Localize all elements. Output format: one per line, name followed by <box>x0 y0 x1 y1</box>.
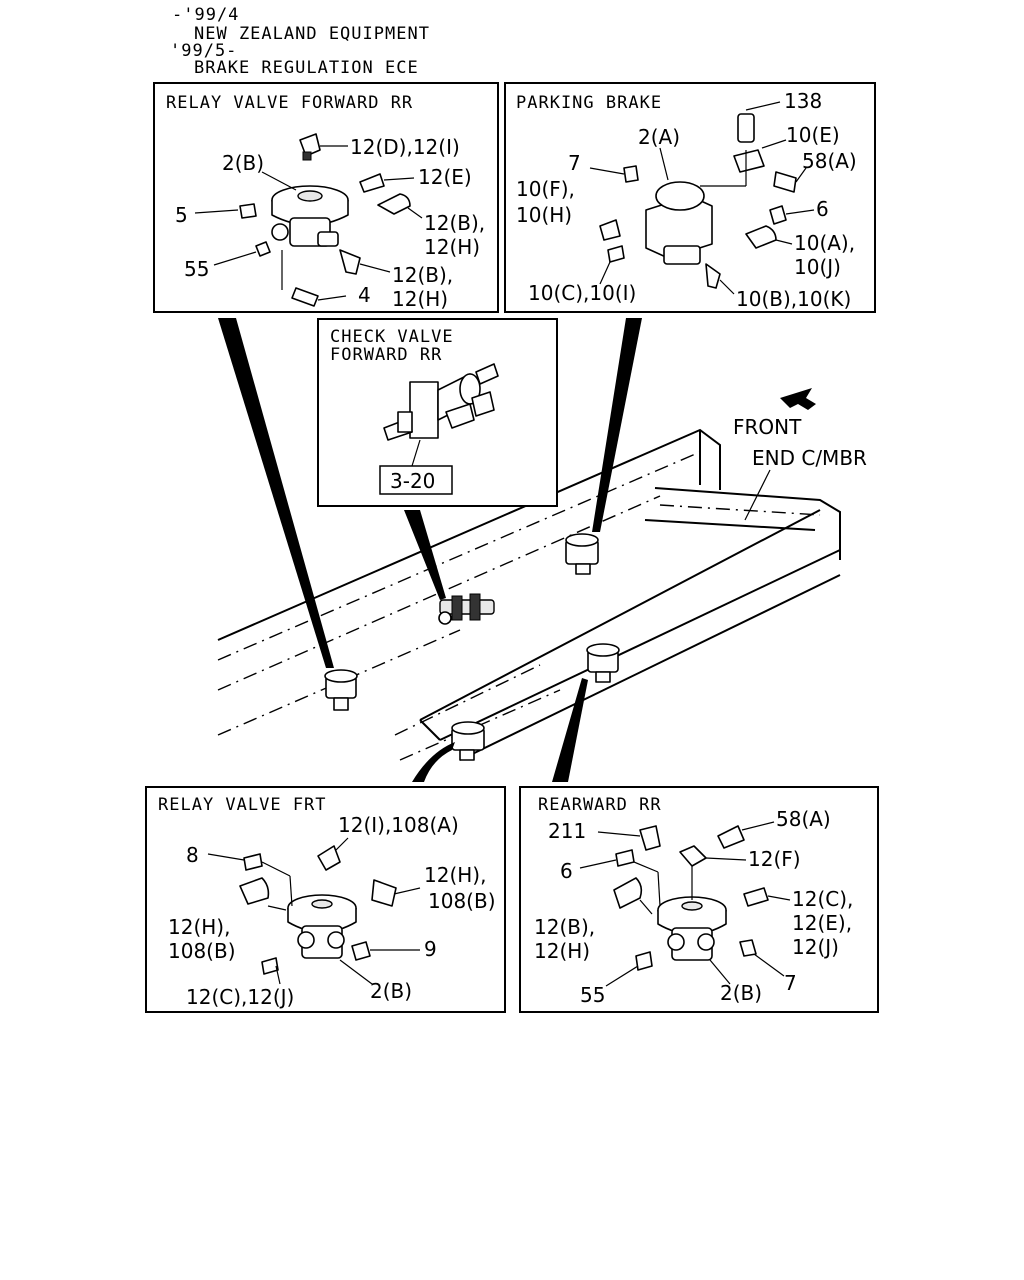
relay-frt-on-frame <box>451 721 485 761</box>
label-12b-b: 12(B), <box>392 263 453 287</box>
label-10e: 10(E) <box>786 123 840 147</box>
relay-forward-on-frame <box>324 669 358 711</box>
label-6: 6 <box>560 859 573 883</box>
label-10b-10k: 10(B),10(K) <box>736 287 851 311</box>
note-line-4: BRAKE REGULATION ECE <box>194 58 419 78</box>
label-2b: 2(B) <box>720 981 762 1005</box>
label-12b-a: 12(B), <box>424 211 485 235</box>
front-arrow-icon <box>780 388 816 410</box>
note-line-3: '99/5- <box>170 41 237 61</box>
label-8: 8 <box>186 843 199 867</box>
label-10a: 10(A), <box>794 231 855 255</box>
chassis-frame: FRONT END C/MBR <box>217 388 867 761</box>
end-member-label: END C/MBR <box>752 446 867 470</box>
panel-relay-valve-frt: RELAY VALVE FRT 12(I),108(A) 8 12(H), 10… <box>145 786 506 1013</box>
label-12i-108a: 12(I),108(A) <box>338 813 459 837</box>
label-12d-12i: 12(D),12(I) <box>350 135 460 159</box>
panel-title-line-1: CHECK VALVE <box>330 327 454 347</box>
callout-pointers <box>218 318 642 782</box>
label-12c: 12(C), <box>792 887 853 911</box>
label-7: 7 <box>568 151 581 175</box>
label-5: 5 <box>175 203 188 227</box>
check-valve-on-frame <box>438 593 495 625</box>
panel-rearward-rr: REARWARD RR 211 58(A) 12(F) 6 <box>519 786 879 1013</box>
label-12c-12j: 12(C),12(J) <box>186 985 294 1009</box>
panel-title-line-2: FORWARD RR <box>330 345 442 365</box>
label-12h-a: 12(H) <box>424 235 480 259</box>
header-notes: -'99/4 NEW ZEALAND EQUIPMENT '99/5- BRAK… <box>170 5 430 78</box>
label-12f: 12(F) <box>748 847 801 871</box>
frame-valves <box>324 533 620 761</box>
label-2b: 2(B) <box>370 979 412 1003</box>
label-10j: 10(J) <box>794 255 841 279</box>
label-58a: 58(A) <box>802 149 857 173</box>
label-138: 138 <box>784 89 822 113</box>
label-55: 55 <box>580 983 605 1007</box>
label-108b-right: 108(B) <box>428 889 496 913</box>
ref-box <box>379 465 453 495</box>
label-12b: 12(B), <box>534 915 595 939</box>
label-12h: 12(H) <box>534 939 590 963</box>
panel-check-valve: CHECK VALVE FORWARD RR 3-20 <box>317 318 558 507</box>
label-108b-left: 108(B) <box>168 939 236 963</box>
panel-title: RELAY VALVE FRT <box>158 795 327 815</box>
label-12h-left: 12(H), <box>168 915 230 939</box>
label-12h-right: 12(H), <box>424 863 486 887</box>
panel-parking-brake: PARKING BRAKE 138 2(A) 10(E) 7 58(A) 10(… <box>504 82 876 313</box>
label-58a: 58(A) <box>776 807 831 831</box>
label-7: 7 <box>784 971 797 995</box>
rearward-on-frame <box>586 643 620 683</box>
label-6: 6 <box>816 197 829 221</box>
panel-title: PARKING BRAKE <box>516 93 662 113</box>
label-12h-b: 12(H) <box>392 287 448 311</box>
panel-title: REARWARD RR <box>538 795 662 815</box>
label-9: 9 <box>424 937 437 961</box>
label-12e: 12(E), <box>792 911 852 935</box>
ref-box-label: 3-20 <box>390 469 435 493</box>
label-4: 4 <box>358 283 371 307</box>
note-line-1: -'99/4 <box>172 5 239 25</box>
parking-brake-on-frame <box>565 533 599 575</box>
note-line-2: NEW ZEALAND EQUIPMENT <box>194 24 430 44</box>
panel-relay-valve-forward-rr: RELAY VALVE FORWARD RR 12(D),12(I) 2(B) … <box>153 82 499 313</box>
label-10f: 10(F), <box>516 177 575 201</box>
label-12e: 12(E) <box>418 165 472 189</box>
label-55: 55 <box>184 257 209 281</box>
front-label: FRONT <box>733 415 802 439</box>
label-12j: 12(J) <box>792 935 839 959</box>
label-211: 211 <box>548 819 586 843</box>
label-10c-10i: 10(C),10(I) <box>528 281 636 305</box>
label-10h: 10(H) <box>516 203 572 227</box>
label-2b: 2(B) <box>222 151 264 175</box>
panel-title: RELAY VALVE FORWARD RR <box>166 93 413 113</box>
label-2a: 2(A) <box>638 125 680 149</box>
